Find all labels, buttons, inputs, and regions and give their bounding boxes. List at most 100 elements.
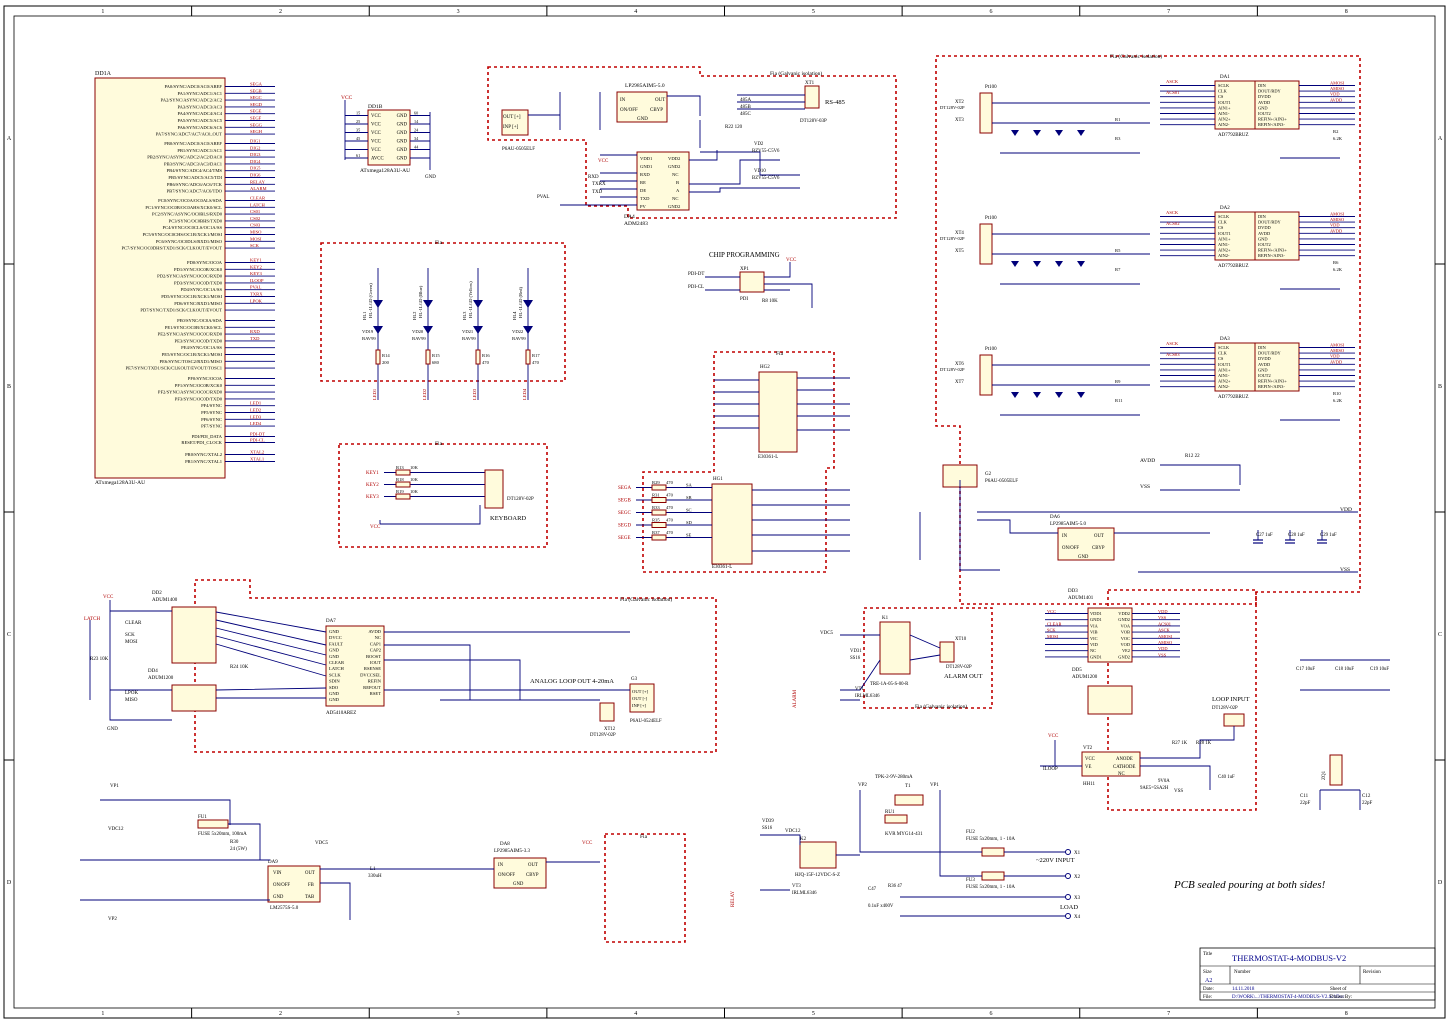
pwr-pin-num: 61	[356, 153, 360, 158]
iso-net-left: SCK	[1047, 628, 1056, 633]
mcu-pin-label: PF0/SYNC/OC0A	[188, 376, 223, 381]
psu-fia-label: Fia	[640, 834, 648, 840]
adc-pin-right: AVDD	[1258, 231, 1270, 236]
svg-text:B: B	[676, 180, 679, 185]
adc-pin-right: REFIN+/AIN3+	[1258, 248, 1287, 253]
dac-pin-right: RSENSE	[364, 666, 381, 671]
mcu-pin-label: PD0/SYNC/OC0A	[187, 260, 223, 265]
svg-text:VD2: VD2	[754, 142, 764, 147]
diode-ref: VD22	[512, 329, 524, 334]
keyboard-res-ref: R18	[396, 477, 404, 482]
pwr-pin-left: VCC	[371, 131, 381, 136]
display-res-ref: R31	[652, 493, 660, 498]
mcu-net-label: RXD	[250, 329, 260, 334]
adc-bus	[992, 233, 1340, 290]
adc-pin-left: AIN1+	[1218, 236, 1231, 241]
column-marker-top: 6	[989, 9, 992, 15]
adc-pin-left: AIN2+	[1218, 379, 1231, 384]
svg-text:HH11: HH11	[1083, 782, 1096, 787]
mcu-pin-label: PD6/SYNC/RXD1/MISO	[174, 301, 222, 306]
adc-tvs-diode	[1033, 261, 1041, 267]
svg-text:24 (5W): 24 (5W)	[230, 847, 247, 852]
display-part-1: E30361-L	[758, 455, 778, 460]
adc-pin-left: AIN2+	[1218, 248, 1231, 253]
adc-pin-left: AIN1+	[1218, 367, 1231, 372]
adc-body-right	[1254, 80, 1300, 130]
dac-pin-left: SDIN	[329, 679, 340, 684]
mcu-net-label: CLEAR	[250, 196, 266, 201]
svg-text:FU2: FU2	[966, 830, 975, 835]
mcu-net-label: DIG1	[250, 139, 261, 144]
iso-pin-right: GND2	[1118, 654, 1130, 659]
pwr-pin-num: 24	[414, 128, 419, 133]
svg-text:CBYP: CBYP	[1092, 546, 1105, 551]
svg-text:RU1: RU1	[885, 810, 895, 815]
svg-text:VP2: VP2	[108, 917, 117, 922]
svg-text:CLEAR: CLEAR	[125, 621, 142, 626]
mcu-net-label: SEGG	[250, 122, 263, 127]
diode-type: BAV99	[462, 336, 476, 341]
mcu-net-label: RELAY	[250, 179, 266, 184]
mcu-ref: DD1A	[95, 71, 112, 77]
adc-tvs-diode	[1011, 261, 1019, 267]
svg-text:CBYP: CBYP	[650, 108, 663, 113]
adc-pin-left: CLK	[1218, 351, 1228, 356]
adc-sck: ASCK	[1166, 79, 1179, 84]
svg-text:G3: G3	[631, 677, 638, 682]
svg-text:PDI-CL: PDI-CL	[688, 285, 704, 290]
mcu-pin-label: PF2/SYNC/ASYNC/OC0C/RXD0	[158, 390, 223, 395]
svg-text:PV: PV	[640, 204, 647, 209]
svg-text:FU3: FU3	[966, 878, 975, 883]
adc-part: AD7792BRUZ	[1218, 395, 1249, 400]
analog-out-block: DD2 ADUM1400 DD4 ADUM1200 DA7 AD5410AREZ…	[84, 591, 662, 738]
adc-r1: R5	[1115, 248, 1121, 253]
svg-text:ILOOP: ILOOP	[1043, 767, 1058, 772]
mcu-pin-label: PA3/SYNC/ADC3/AC3	[177, 104, 222, 109]
mcu-body	[94, 77, 226, 479]
adc-tvs-diode	[1055, 130, 1063, 136]
adc-pin-left: AIN1-	[1218, 373, 1230, 378]
tb-revision-label: Revision	[1363, 970, 1381, 975]
mcu-pin-label: PR0/SYNC/XTAL2	[185, 452, 223, 457]
iso-net-right: ACS01	[1158, 621, 1171, 626]
display-res-val: 470	[666, 493, 674, 498]
adc-ref: DA1	[1220, 75, 1230, 80]
diode-symbol	[373, 326, 383, 334]
svg-text:NC: NC	[672, 196, 678, 201]
adc-terminal-part: DT128V-02P	[940, 367, 965, 372]
dac-pin-right: CAP1	[370, 641, 382, 646]
crystal-block: ZQ1 C11 22pF C12 22pF C17 10uF C18 10uF …	[1296, 659, 1390, 810]
column-marker-bottom: 5	[812, 1011, 815, 1017]
mcu-pin-label: PC7/SYNC/OC0DHS/TXD1/SCK/CLKOUT/EVOUT	[121, 246, 222, 251]
adc-pin-right: DIN	[1258, 214, 1267, 219]
led-ref: HL2	[412, 311, 417, 320]
column-marker-top: 4	[634, 9, 637, 15]
mcu-net-label: DIG3	[250, 152, 261, 157]
mcu-net-label: PDI-DT	[250, 432, 265, 437]
column-marker-bottom: 2	[279, 1011, 282, 1017]
mcu-net-label: ALARM	[250, 186, 267, 191]
column-marker-top: 1	[101, 9, 104, 15]
adc-pin-left: AIN1-	[1218, 242, 1230, 247]
display-seg-net: SEGC	[618, 511, 631, 516]
row-marker-left: B	[7, 384, 11, 390]
svg-text:C19 10uF: C19 10uF	[1370, 667, 1389, 672]
led-ref: HL1	[362, 311, 367, 320]
mcu-net-label: LED2	[250, 408, 262, 413]
svg-text:R28 1K: R28 1K	[1196, 741, 1212, 746]
svg-text:VCC: VCC	[1048, 734, 1059, 739]
led-part: HL-1LGD (Yellow)	[468, 281, 473, 318]
adm-ref: DA4	[624, 214, 635, 220]
display-res-val: 470	[666, 480, 674, 485]
adc-pin-right: AVDD	[1258, 100, 1270, 105]
fuse-fu2	[981, 847, 1005, 857]
iso-net-right: VSS	[1158, 615, 1167, 620]
svg-text:R12 22: R12 22	[1185, 454, 1200, 459]
adc-pin-right: REFIN-/AIN3-	[1258, 384, 1285, 389]
tb-number-label: Number	[1234, 970, 1251, 975]
svg-text:VCC: VCC	[582, 841, 593, 846]
adc-bus	[992, 364, 1340, 421]
iso-pin-right: VE2	[1122, 648, 1130, 653]
